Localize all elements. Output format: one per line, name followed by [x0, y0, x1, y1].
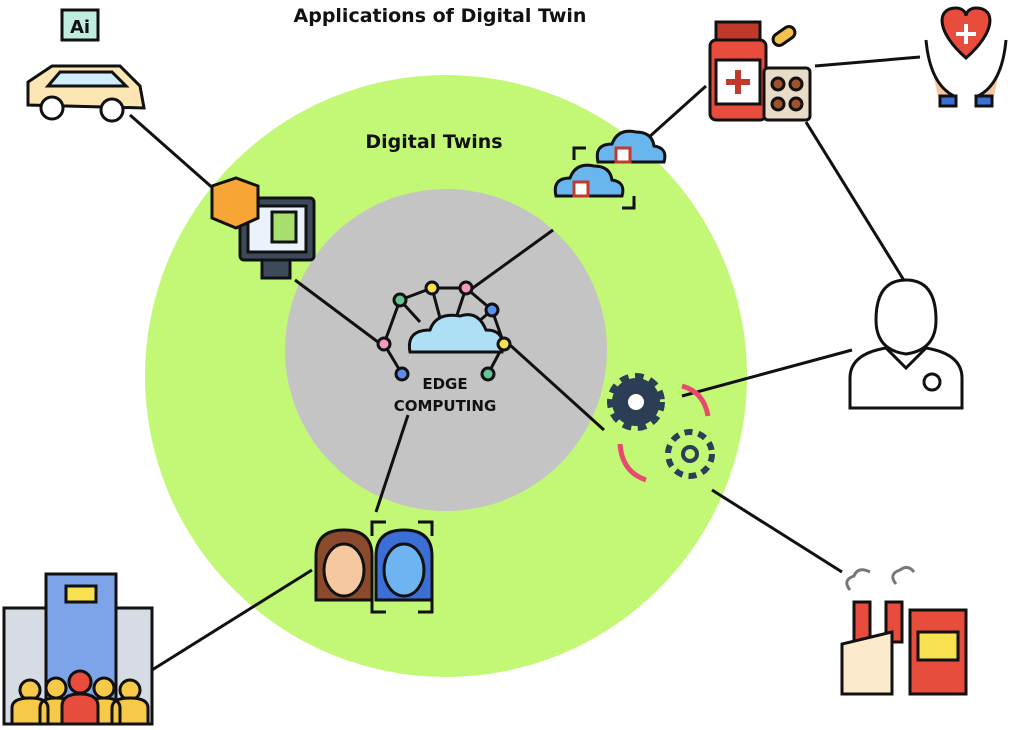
- healthcare-hands-icon: [924, 6, 1008, 108]
- car-badge: Ai: [70, 17, 90, 38]
- gear-cycle-icon: [607, 373, 715, 483]
- edge-cloud-network-icon: [376, 280, 512, 382]
- face-scan-icon: [314, 520, 434, 614]
- cloud-sync-icon: [553, 129, 667, 210]
- ring-label: Digital Twins: [365, 131, 502, 153]
- connector-lines: [129, 55, 921, 672]
- ai-car-icon: Ai: [26, 8, 146, 123]
- center-label-line1: EDGE: [422, 375, 467, 393]
- doctor-icon: [848, 278, 964, 410]
- diagram-title: Applications of Digital Twin: [294, 5, 587, 27]
- center-label-line2: COMPUTING: [394, 397, 497, 415]
- smart-city-icon: [2, 572, 154, 726]
- medicine-icon: [708, 20, 812, 122]
- factory-icon: [840, 565, 968, 696]
- 3d-monitor-icon: [210, 176, 316, 280]
